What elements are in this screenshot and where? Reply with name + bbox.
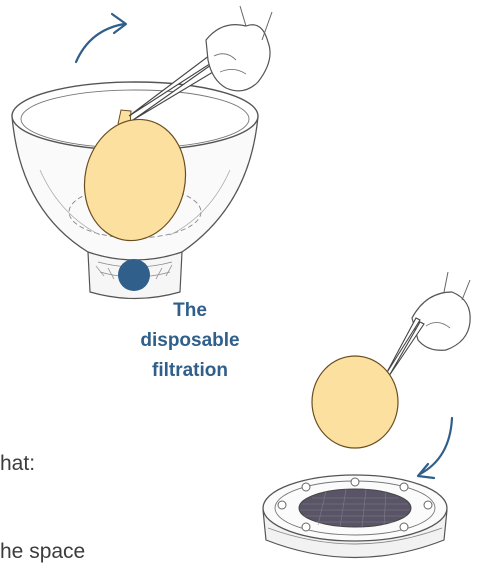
marker-dot	[118, 259, 150, 291]
curved-arrow-icon-2	[420, 418, 452, 474]
filter-holder-illustration	[263, 272, 470, 558]
funnel-caption: The disposable filtration	[122, 296, 258, 386]
caption-line-2: filtration	[122, 356, 258, 386]
tweezers-icon-2	[386, 318, 420, 374]
filter-membrane	[299, 489, 411, 527]
filter-paper-disc-2	[312, 356, 398, 448]
partial-text-1: hat:	[0, 452, 35, 476]
caption-line-1: The disposable	[122, 296, 258, 356]
hand-illustration	[206, 25, 270, 91]
partial-text-2: he space	[0, 540, 85, 564]
hand-illustration-2	[412, 292, 470, 350]
funnel-illustration	[12, 6, 272, 299]
